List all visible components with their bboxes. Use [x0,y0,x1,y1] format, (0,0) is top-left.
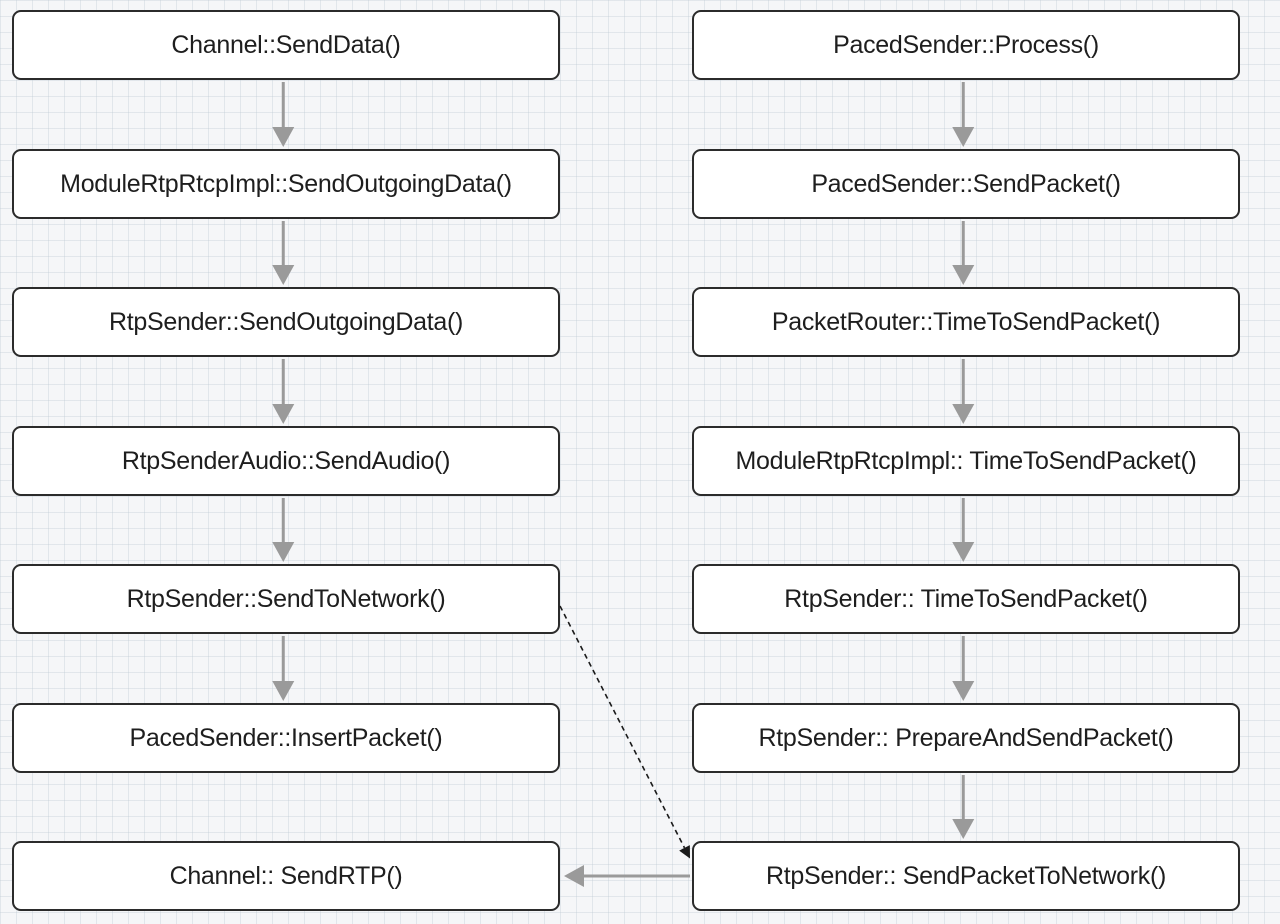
edge-rtp_sender_send_outgoing_data-to-rtp_sender_audio_send_audio [272,359,295,424]
node-rtp-sender-time-to-send-packet[interactable]: RtpSender:: TimeToSendPacket() [692,564,1240,634]
dashed-arrow-line [559,605,686,849]
arrowhead [952,819,975,839]
arrowhead [952,265,975,285]
edge-rtp_sender_prepare_and_send_packet-to-rtp_sender_send_packet_to_network [952,775,975,839]
edge-paced_sender_send_packet-to-packet_router_time_to_send_packet [952,221,975,285]
node-channel-send-rtp[interactable]: Channel:: SendRTP() [12,841,560,911]
node-rtp-sender-send-to-network[interactable]: RtpSender::SendToNetwork() [12,564,560,634]
node-rtp-sender-send-outgoing-data[interactable]: RtpSender::SendOutgoingData() [12,287,560,357]
arrowhead [952,542,975,562]
arrowhead [952,681,975,701]
node-rtp-sender-audio-send-audio[interactable]: RtpSenderAudio::SendAudio() [12,426,560,496]
arrowhead [952,127,975,147]
arrowhead [564,865,584,887]
edge-rtp_sender_time_to_send_packet-to-rtp_sender_prepare_and_send_packet [952,636,975,701]
node-module-send-outgoing-data[interactable]: ModuleRtpRtcpImpl::SendOutgoingData() [12,149,560,219]
dashed-arrowhead [679,845,690,859]
node-channel-send-data[interactable]: Channel::SendData() [12,10,560,80]
arrowhead [952,404,975,424]
node-rtp-sender-prepare-and-send-packet[interactable]: RtpSender:: PrepareAndSendPacket() [692,703,1240,773]
arrowhead [272,127,295,147]
node-rtp-sender-send-packet-to-network[interactable]: RtpSender:: SendPacketToNetwork() [692,841,1240,911]
edge-rtp_sender_send_packet_to_network-to-channel_send_rtp [564,865,690,887]
edge-module_send_outgoing_data-to-rtp_sender_send_outgoing_data [272,221,295,285]
edge-rtp_sender_audio_send_audio-to-rtp_sender_send_to_network [272,498,295,562]
arrowhead [272,542,295,562]
arrowhead [272,404,295,424]
edge-packet_router_time_to_send_packet-to-module_time_to_send_packet [952,359,975,424]
node-packet-router-time-to-send-packet[interactable]: PacketRouter::TimeToSendPacket() [692,287,1240,357]
arrowhead [272,681,295,701]
node-paced-sender-process[interactable]: PacedSender::Process() [692,10,1240,80]
edge-rtp_sender_send_to_network-to-paced_sender_insert_packet [272,636,295,701]
node-module-time-to-send-packet[interactable]: ModuleRtpRtcpImpl:: TimeToSendPacket() [692,426,1240,496]
edge-channel_send_data-to-module_send_outgoing_data [272,82,295,147]
node-paced-sender-insert-packet[interactable]: PacedSender::InsertPacket() [12,703,560,773]
edge-paced_sender_process-to-paced_sender_send_packet [952,82,975,147]
edge-module_time_to_send_packet-to-rtp_sender_time_to_send_packet [952,498,975,562]
arrowhead [272,265,295,285]
node-paced-sender-send-packet[interactable]: PacedSender::SendPacket() [692,149,1240,219]
edge-rtp_sender_send_to_network-to-rtp_sender_send_packet_to_network [559,605,690,859]
